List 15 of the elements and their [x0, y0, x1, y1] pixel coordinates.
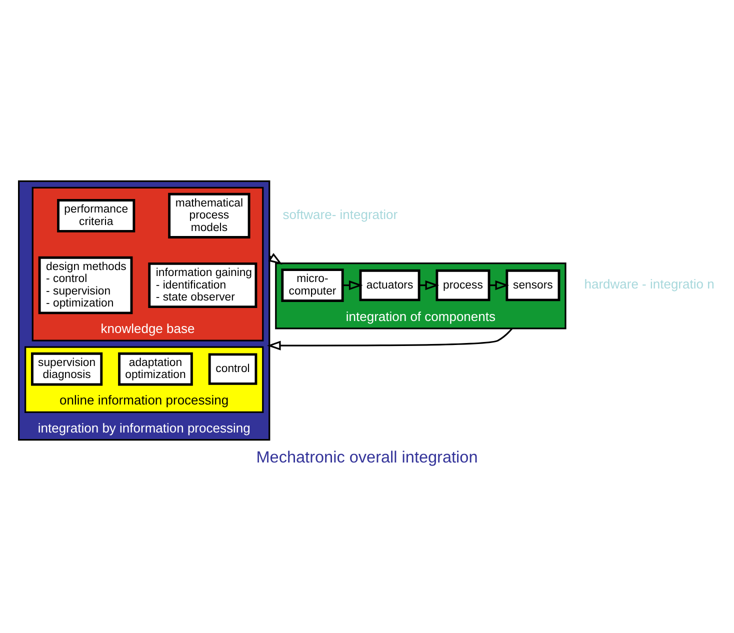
- node-box: micro- computer: [281, 268, 344, 302]
- node-box: design methods - control - supervision - optimization: [38, 256, 133, 314]
- node-box: mathematical process models: [168, 192, 250, 238]
- node-box: process: [436, 268, 490, 301]
- label: software- integratior: [282, 206, 398, 222]
- node-box: adaptation optimization: [118, 352, 193, 386]
- node-box: information gaining - identification - state observer: [148, 262, 258, 308]
- node-box: supervision diagnosis: [31, 352, 103, 386]
- caption: Mechatronic overall integration: [256, 448, 478, 466]
- arrow: [266, 327, 513, 350]
- node-box: control: [208, 352, 258, 384]
- node-box: performance criteria: [57, 198, 136, 232]
- node-box: sensors: [506, 268, 560, 301]
- node-box: actuators: [359, 268, 420, 301]
- label: hardware - integratio n: [584, 276, 714, 291]
